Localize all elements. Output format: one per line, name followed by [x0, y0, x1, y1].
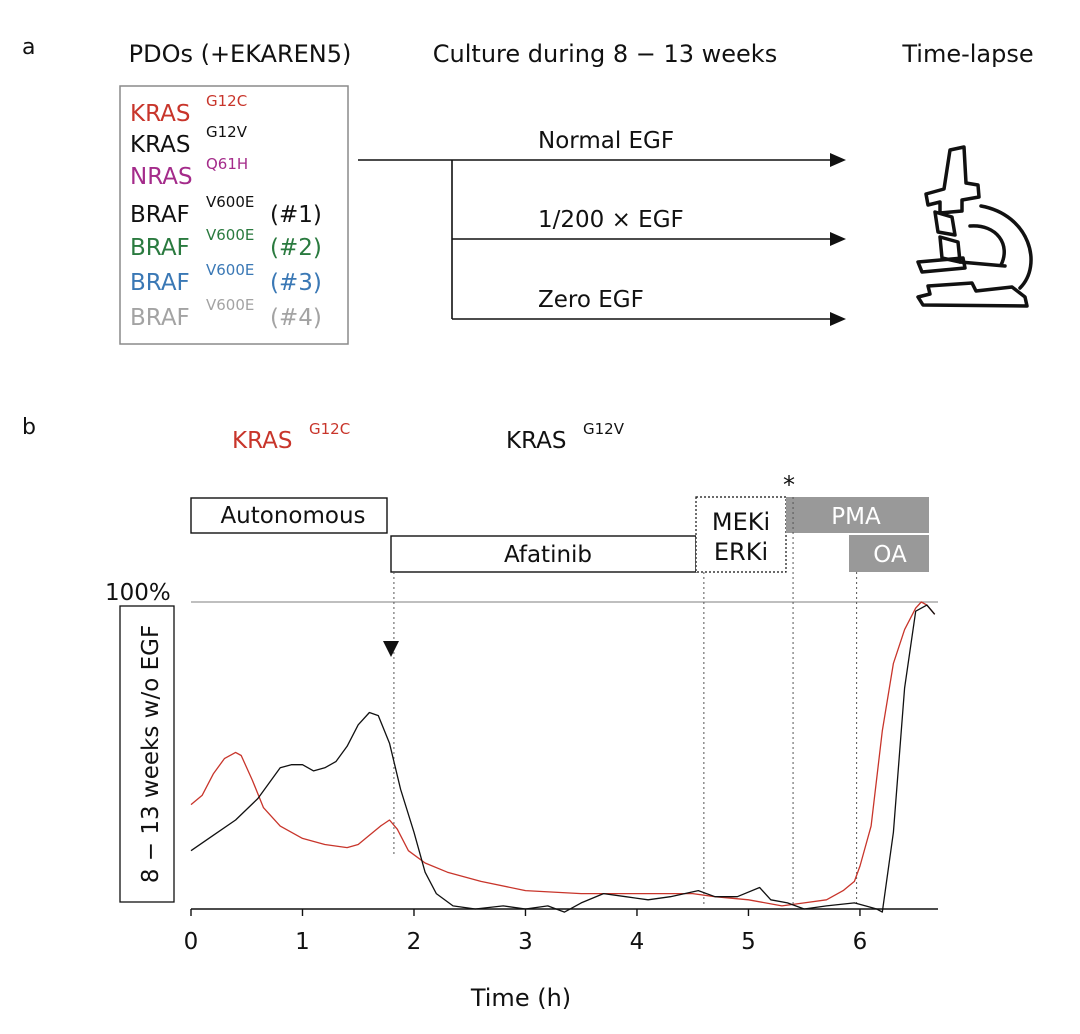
time-lapse-chart: 100% 0 1 2 3 4 5 6 Time (h) 8 − 13 weeks w/o E… [105, 497, 938, 1012]
x-tick-label: 5 [741, 929, 756, 955]
organoid-row-1: KRAS G12C [130, 92, 247, 127]
organoid-row-6: BRAF V600E (#3) [130, 261, 322, 296]
arrowhead-icon [830, 232, 846, 246]
panel-a: a PDOs (+EKAREN5) Culture during 8 − 13 … [22, 35, 1034, 345]
organoid-mutation: G12C [206, 92, 247, 110]
legend-mutation: G12V [583, 420, 625, 438]
legend-item-kras-g12v: KRAS G12V [506, 420, 625, 454]
organoid-row-5: BRAF V600E (#2) [130, 226, 322, 261]
condition-label: 1/200 × EGF [538, 207, 684, 233]
x-tick-label: 0 [184, 929, 199, 955]
oa-box [849, 535, 929, 572]
organoid-row-4: BRAF V600E (#1) [130, 193, 322, 228]
organoid-mutation: V600E [206, 296, 254, 314]
x-tick-label: 4 [630, 929, 645, 955]
organoid-list-box [119, 85, 349, 345]
legend: KRAS G12C KRAS G12V [232, 420, 625, 454]
pma-box [786, 497, 929, 533]
y-tick-label: 100% [105, 580, 171, 606]
organoid-gene: KRAS [130, 132, 190, 158]
condition-label: Normal EGF [538, 128, 674, 154]
y-axis-label-box [119, 605, 175, 903]
organoid-gene: BRAF [130, 305, 190, 331]
erki-label: ERKi [714, 538, 768, 566]
condition-label: Zero EGF [538, 287, 644, 313]
panel-a-label: a [22, 35, 35, 60]
legend-mutation: G12C [309, 420, 350, 438]
organoid-row-3: NRAS Q61H [130, 155, 248, 190]
organoid-gene: NRAS [130, 164, 193, 190]
organoid-row-2: KRAS G12V [130, 123, 248, 158]
organoid-gene: BRAF [130, 202, 190, 228]
autonomous-label: Autonomous [220, 503, 365, 529]
legend-gene: KRAS [232, 428, 292, 454]
organoid-mutation: V600E [206, 193, 254, 211]
series-layer [190, 601, 936, 913]
afatinib-label: Afatinib [504, 542, 592, 568]
culture-header: Culture during 8 − 13 weeks [433, 40, 777, 68]
organoid-mutation: V600E [206, 261, 254, 279]
series-line-kras-g12v [190, 604, 936, 913]
autonomous-box [190, 497, 388, 534]
afatinib-arrowhead-icon [383, 641, 399, 657]
x-tick-label: 2 [407, 929, 422, 955]
x-axis-label: Time (h) [470, 984, 571, 1012]
arrowhead-icon [830, 312, 846, 326]
organoid-gene: KRAS [130, 101, 190, 127]
organoid-gene: BRAF [130, 270, 190, 296]
organoid-suffix: (#1) [270, 202, 322, 228]
y-axis-label: 8 − 13 weeks w/o EGF [138, 625, 164, 883]
microscope-icon [916, 145, 1033, 308]
organoid-suffix: (#4) [270, 305, 322, 331]
organoid-gene: BRAF [130, 235, 190, 261]
organoid-suffix: (#3) [270, 270, 322, 296]
timelapse-header: Time-lapse [901, 40, 1033, 68]
mek-erk-box [695, 496, 787, 573]
legend-gene: KRAS [506, 428, 566, 454]
organoid-mutation: G12V [206, 123, 248, 141]
meki-label: MEKi [712, 508, 770, 536]
series-line-kras-g12c [190, 601, 936, 907]
organoid-suffix: (#2) [270, 235, 322, 261]
organoid-mutation: V600E [206, 226, 254, 244]
x-tick-label: 3 [518, 929, 533, 955]
panel-b-label: b [22, 415, 36, 440]
asterisk-mark: * [783, 471, 795, 499]
pdos-header: PDOs (+EKAREN5) [129, 40, 352, 68]
x-tick-label: 1 [295, 929, 310, 955]
condition-arrows [358, 159, 832, 320]
organoid-mutation: Q61H [206, 155, 248, 173]
x-ticks: 0 1 2 3 4 5 6 [184, 909, 868, 955]
afatinib-box [390, 535, 697, 573]
oa-label: OA [873, 542, 907, 568]
pma-label: PMA [831, 504, 881, 530]
legend-item-kras-g12c: KRAS G12C [232, 420, 350, 454]
panel-b: b KRAS G12C KRAS G12V Autonomous Afatini… [22, 415, 938, 1012]
organoid-row-7: BRAF V600E (#4) [130, 296, 322, 331]
treatment-time-lines [393, 497, 858, 905]
x-tick-label: 6 [853, 929, 868, 955]
arrowhead-icon [830, 153, 846, 167]
